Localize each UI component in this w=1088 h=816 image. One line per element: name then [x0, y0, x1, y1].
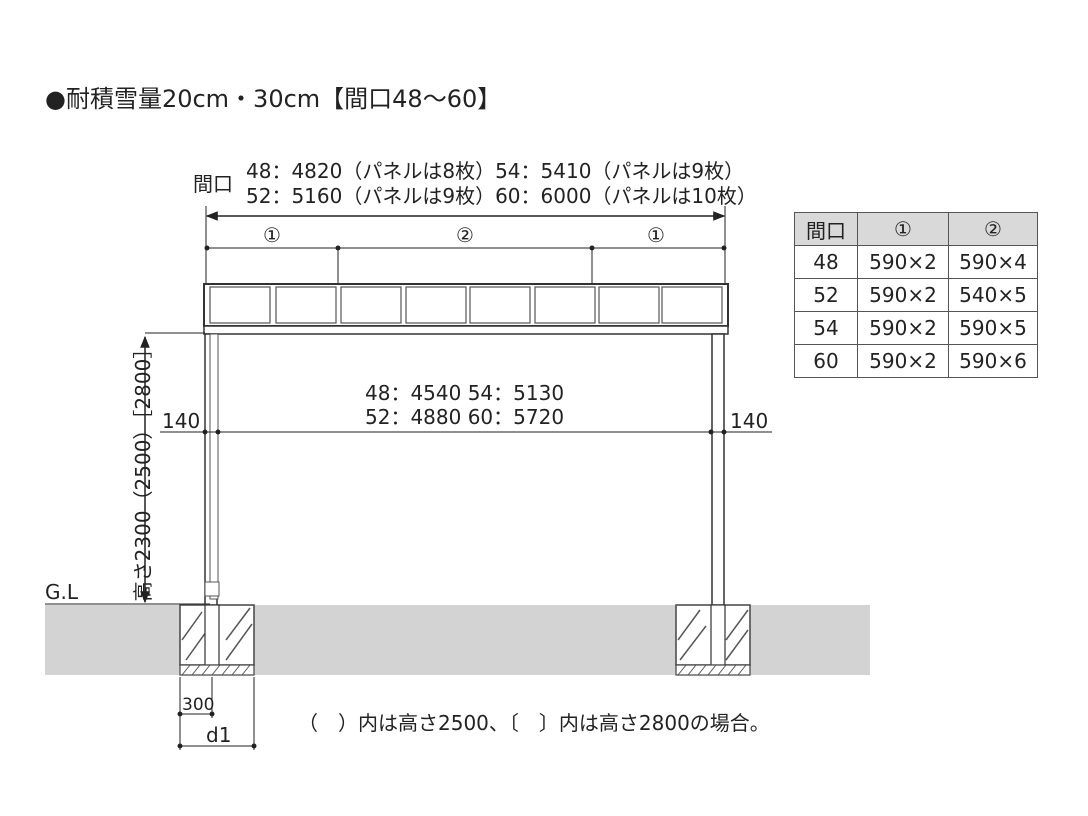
dim-tick — [209, 711, 215, 717]
dim-tick — [177, 743, 183, 749]
table-cell: 540×5 — [948, 278, 1038, 312]
table-header: 間口 — [794, 212, 858, 246]
table-cell: 590×2 — [857, 278, 949, 312]
roof-panels — [209, 286, 723, 324]
post-span-line-2: 52：4880 60：5720 — [365, 405, 564, 429]
note-text: （ ）内は高さ2500、〔 〕内は高さ2800の場合。 — [298, 711, 770, 735]
footing-width-label: 300 — [182, 695, 214, 715]
left-foundation — [179, 604, 255, 676]
depth-label: d1 — [206, 723, 231, 747]
roof-panel — [534, 286, 596, 324]
table-header-row: 間口 ① ② — [794, 212, 1038, 246]
segment-label-3: ① — [647, 223, 665, 247]
table-row: 60 590×2 590×6 — [794, 344, 1038, 378]
drain-outlet — [204, 581, 220, 597]
height-label: 高さ2300（2500）［2800］ — [131, 339, 155, 602]
panel-spec-table: 間口 ① ② 48 590×2 590×4 52 590×2 540×5 54 … — [794, 212, 1038, 378]
segment-label-1: ① — [263, 223, 281, 247]
offset-left-label: 140 — [162, 409, 200, 433]
table-row: 52 590×2 540×5 — [794, 278, 1038, 312]
drain-pipe — [209, 333, 219, 600]
roof-panel — [340, 286, 402, 324]
ground-label: G.L — [45, 580, 79, 604]
table-cell: 52 — [794, 278, 858, 312]
page-title: ●耐積雪量20cm・30cm【間口48〜60】 — [45, 85, 501, 113]
table-cell: 590×2 — [857, 344, 949, 378]
span-tick — [721, 429, 727, 435]
table-cell: 590×6 — [948, 344, 1038, 378]
table-header: ② — [948, 212, 1038, 246]
table-cell: 590×2 — [857, 311, 949, 345]
roof-panel — [405, 286, 467, 324]
roof-beam — [203, 325, 729, 335]
offset-right-label: 140 — [730, 409, 768, 433]
roof-panel — [661, 286, 723, 324]
roof-panel — [209, 286, 271, 324]
segment-tick — [721, 245, 727, 251]
table-cell: 60 — [794, 344, 858, 378]
table-cell: 590×2 — [857, 245, 949, 279]
table-cell: 590×5 — [948, 311, 1038, 345]
span-tick — [202, 429, 208, 435]
dim-tick — [251, 743, 257, 749]
roof-panel — [275, 286, 337, 324]
segment-tick — [204, 245, 210, 251]
roof-panel — [469, 286, 531, 324]
width-label: 間口 — [193, 172, 233, 196]
span-tick — [708, 429, 714, 435]
table-header: ① — [857, 212, 949, 246]
table-row: 54 590×2 590×5 — [794, 311, 1038, 345]
table-cell: 48 — [794, 245, 858, 279]
span-tick — [215, 429, 221, 435]
roof-panel — [598, 286, 660, 324]
width-line-2: 52：5160（パネルは9枚）60：6000（パネルは10枚） — [246, 184, 757, 208]
post-span-line-1: 48：4540 54：5130 — [365, 381, 564, 405]
width-line-1: 48：4820（パネルは8枚）54：5410（パネルは9枚） — [246, 159, 744, 183]
table-cell: 590×4 — [948, 245, 1038, 279]
segment-label-2: ② — [456, 223, 474, 247]
table-cell: 54 — [794, 311, 858, 345]
table-row: 48 590×2 590×4 — [794, 245, 1038, 279]
right-foundation — [675, 604, 751, 676]
dim-tick — [177, 711, 183, 717]
